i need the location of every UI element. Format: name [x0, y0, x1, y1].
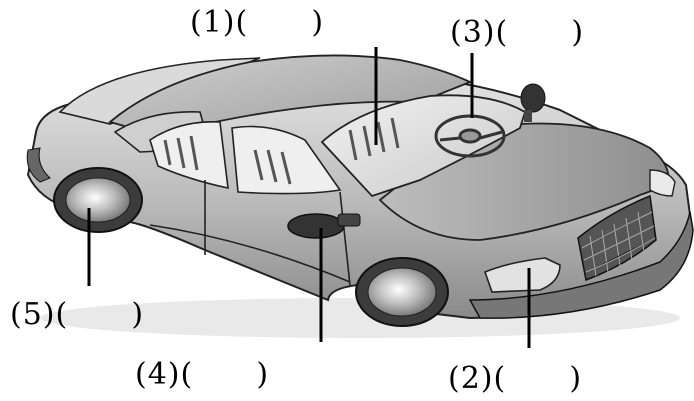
rear-bumper: [26, 147, 51, 183]
front-wheel: [355, 257, 449, 327]
side-mirror: [287, 213, 361, 239]
right-headlight: [649, 169, 676, 197]
seat-stripes: [163, 117, 400, 185]
side-window-rear: [149, 121, 229, 190]
windshield: [320, 94, 527, 198]
label-5: (5)( ): [10, 297, 145, 332]
front-bumper: [468, 211, 694, 319]
label-4: (4)( ): [135, 357, 270, 392]
outer-mirror-top: [520, 83, 546, 122]
grille: [577, 194, 657, 282]
label-3: (3)( ): [450, 15, 585, 50]
label-2: (2)( ): [448, 361, 583, 396]
rear-wheel: [53, 167, 143, 233]
leader-lines: [87, 47, 531, 348]
side-window-front: [231, 125, 342, 195]
headlight: [483, 257, 561, 293]
label-1: (1)( ): [190, 5, 325, 40]
steering-wheel: [434, 114, 506, 158]
door-lines: [149, 180, 351, 286]
